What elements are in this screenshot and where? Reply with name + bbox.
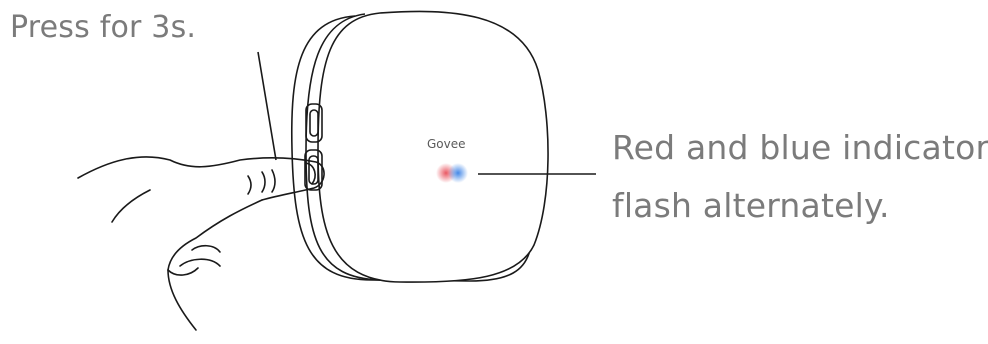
side-slot-upper-inner [309,109,319,137]
indicator-description-line2: flash alternately. [612,186,890,225]
indicator-description-line1: Red and blue indicator [612,128,988,167]
side-slot-upper [305,103,323,143]
press-leader-line [257,51,277,161]
press-instruction-label: Press for 3s. [10,10,197,45]
pointing-hand-icon [77,156,325,331]
device-rim [305,13,381,281]
led-indicator [436,163,468,183]
side-button-icon[interactable] [304,149,323,191]
hub-device [290,10,549,283]
device-back-shell [290,15,531,282]
led-blue-glow [448,163,468,183]
side-button-inner [308,155,319,185]
device-brand-label: Govee [427,137,466,151]
